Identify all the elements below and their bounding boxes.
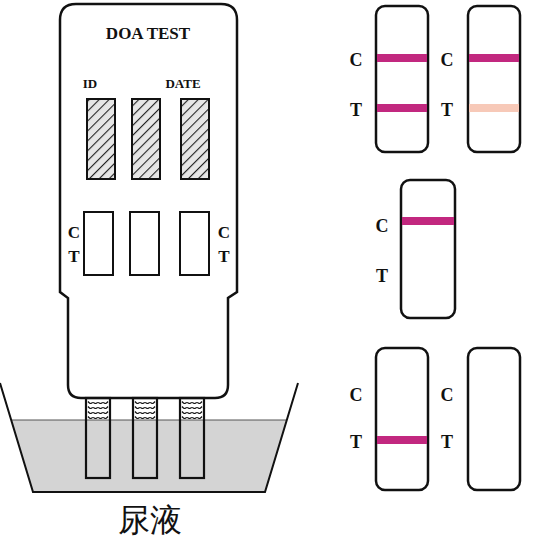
wick-wave <box>88 402 108 404</box>
control-line <box>469 54 519 62</box>
line-label: T <box>350 101 362 119</box>
test-strip <box>133 398 157 478</box>
test-strip <box>86 398 110 478</box>
wick-wave <box>182 417 202 419</box>
line-label: T <box>68 248 79 265</box>
result-strip <box>376 348 428 490</box>
cassette-body <box>60 4 237 398</box>
liquid-surface <box>11 420 287 421</box>
wick-wave <box>135 412 155 414</box>
line-label: T <box>218 248 229 265</box>
line-label: T <box>350 433 362 451</box>
control-line <box>402 217 454 225</box>
result-strip <box>468 6 520 152</box>
test-strips <box>86 398 204 478</box>
result-strip <box>376 6 428 152</box>
line-label: T <box>441 433 453 451</box>
test-cassette: DOA TESTIDDATECTCT <box>60 4 237 399</box>
line-label: C <box>350 386 363 404</box>
result-strip <box>401 180 455 318</box>
field-label: DATE <box>165 77 200 90</box>
field-label: ID <box>83 77 97 90</box>
line-label: C <box>376 217 389 235</box>
urine-cup <box>0 383 298 492</box>
line-label: T <box>376 267 388 285</box>
result-window <box>180 212 209 275</box>
device-title: DOA TEST <box>106 25 190 42</box>
line-label: C <box>441 51 454 69</box>
wick-wave <box>88 407 108 409</box>
result-window <box>84 212 113 275</box>
test-line <box>377 436 427 444</box>
urine-liquid <box>11 420 287 492</box>
result-strip <box>468 348 520 490</box>
wick-wave <box>135 407 155 409</box>
wick-wave <box>182 407 202 409</box>
wick-wave <box>182 402 202 404</box>
line-label: C <box>350 51 363 69</box>
faint-test-line <box>469 104 519 112</box>
test-strip <box>180 398 204 478</box>
line-label: C <box>441 386 454 404</box>
wick-wave <box>88 412 108 414</box>
id-window <box>132 99 160 179</box>
id-window <box>87 99 115 179</box>
line-label: C <box>68 224 80 241</box>
wick-wave <box>88 417 108 419</box>
wick-wave <box>182 412 202 414</box>
wick-wave <box>135 402 155 404</box>
result-window <box>130 212 159 275</box>
control-line <box>377 54 427 62</box>
sample-label: 尿液 <box>118 504 182 536</box>
test-line <box>377 104 427 112</box>
line-label: C <box>218 224 230 241</box>
line-label: T <box>441 101 453 119</box>
wick-wave <box>135 417 155 419</box>
date-window <box>181 99 209 179</box>
